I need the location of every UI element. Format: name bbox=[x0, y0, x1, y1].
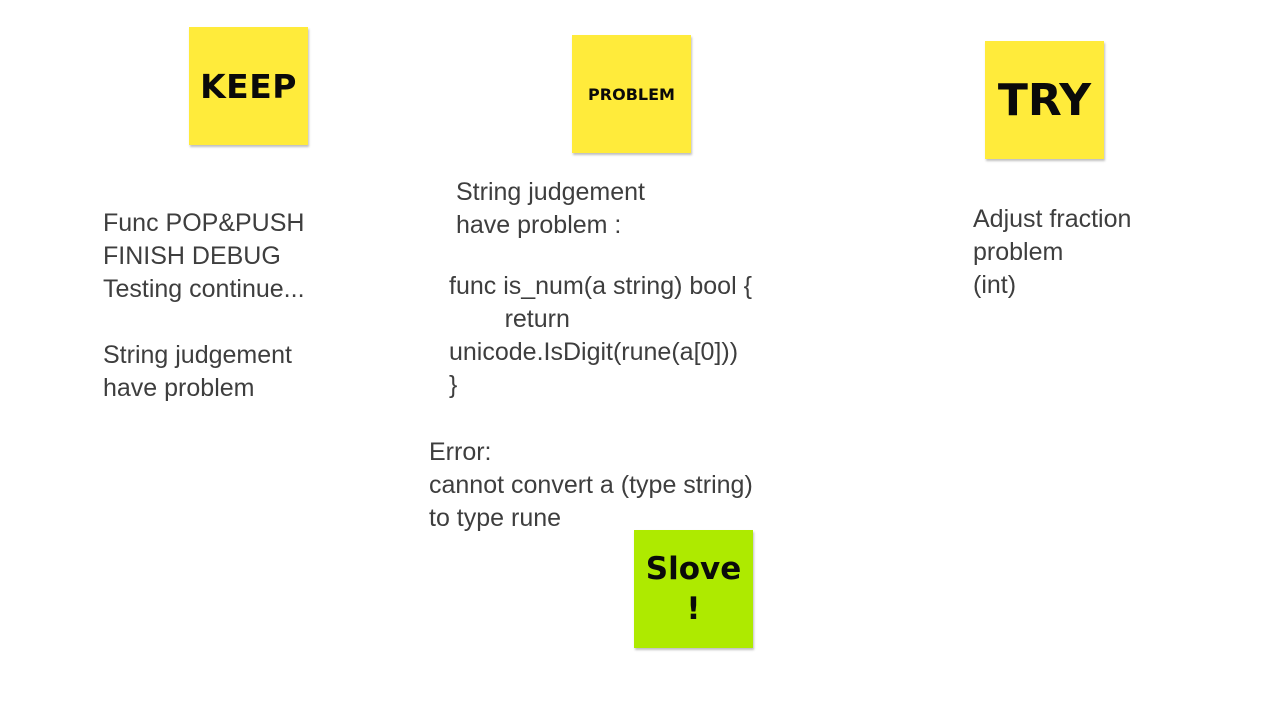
keep-sticky-note[interactable]: KEEP bbox=[189, 27, 308, 145]
keep-text: Func POP&PUSH FINISH DEBUG Testing conti… bbox=[103, 209, 305, 402]
try-text: Adjust fraction problem (int) bbox=[973, 205, 1132, 299]
problem-sticky-note[interactable]: PROBLEM bbox=[572, 35, 691, 153]
try-sticky-note[interactable]: TRY bbox=[985, 41, 1104, 159]
solve-sticky-note[interactable]: Slove ! bbox=[634, 530, 753, 648]
problem-code: func is_num(a string) bool { return unic… bbox=[449, 272, 752, 399]
problem-description: String judgement have problem : bbox=[456, 178, 646, 239]
problem-error-text: Error: cannot convert a (type string) to… bbox=[429, 438, 753, 532]
